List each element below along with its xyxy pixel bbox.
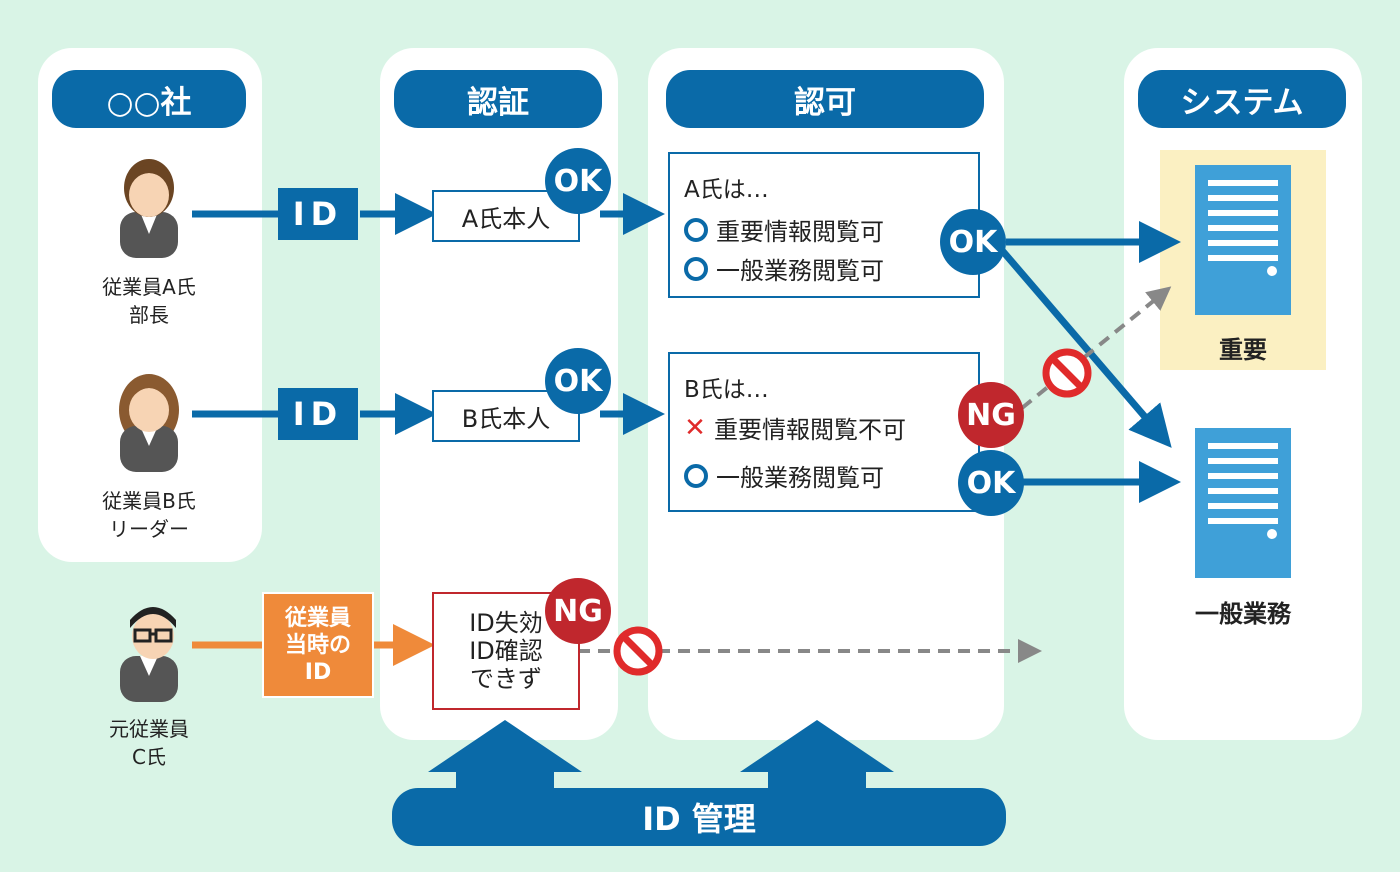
id-box-a: ID — [278, 188, 358, 240]
general-server-icon — [1195, 428, 1291, 578]
permission-b-box: B氏は… ✕ 重要情報閲覧不可 一般業務閲覧可 — [668, 352, 980, 512]
person-a-label: 従業員A氏 部長 — [102, 275, 196, 327]
former-id-box: 従業員 当時の ID — [262, 592, 374, 698]
prohibited-icon — [613, 626, 663, 676]
arrow-b-to-important-denied — [1020, 286, 1172, 410]
person-c-icon — [120, 607, 178, 702]
permission-b-row2: 一般業務閲覧可 — [684, 458, 884, 493]
prohibited-icon — [1042, 348, 1092, 398]
arrow-a-to-general — [997, 245, 1172, 448]
important-server-icon — [1195, 165, 1291, 315]
ok-badge-auth-a: OK — [545, 148, 611, 214]
up-arrow-icon — [428, 720, 582, 790]
ok-badge-authz-b: OK — [958, 450, 1024, 516]
person-c-label: 元従業員 C氏 — [109, 717, 189, 769]
header-company: ○○社 — [52, 70, 246, 128]
general-system-label: 一般業務 — [1195, 600, 1291, 628]
up-arrow-icon — [740, 720, 894, 790]
permission-a-row2: 一般業務閲覧可 — [684, 251, 884, 286]
permission-a-box: A氏は… 重要情報閲覧可 一般業務閲覧可 — [668, 152, 980, 298]
denied-x-icon: ✕ — [684, 412, 706, 443]
person-a-icon — [120, 159, 178, 258]
header-authorization: 認可 — [666, 70, 984, 128]
allowed-circle-icon — [684, 463, 708, 488]
company-panel — [38, 48, 262, 562]
ok-badge-auth-b: OK — [545, 348, 611, 414]
important-system-label: 重要 — [1219, 336, 1267, 364]
person-b-icon — [119, 374, 179, 472]
allowed-circle-icon — [684, 217, 708, 242]
person-b-label: 従業員B氏 リーダー — [102, 489, 196, 541]
permission-a-row1: 重要情報閲覧可 — [684, 212, 884, 247]
permission-a-title: A氏は… — [684, 177, 769, 203]
id-management-bar: ID 管理 — [392, 788, 1006, 846]
header-system: システム — [1138, 70, 1346, 128]
ng-badge-auth-c: NG — [545, 578, 611, 644]
header-authentication: 認証 — [394, 70, 602, 128]
id-box-b: ID — [278, 388, 358, 440]
permission-b-row1: ✕ 重要情報閲覧不可 — [684, 412, 906, 445]
auth-a-box: A氏本人 — [432, 190, 580, 242]
ok-badge-authz-a: OK — [940, 209, 1006, 275]
ng-badge-authz-b: NG — [958, 382, 1024, 448]
allowed-circle-icon — [684, 256, 708, 281]
permission-b-title: B氏は… — [684, 377, 769, 403]
